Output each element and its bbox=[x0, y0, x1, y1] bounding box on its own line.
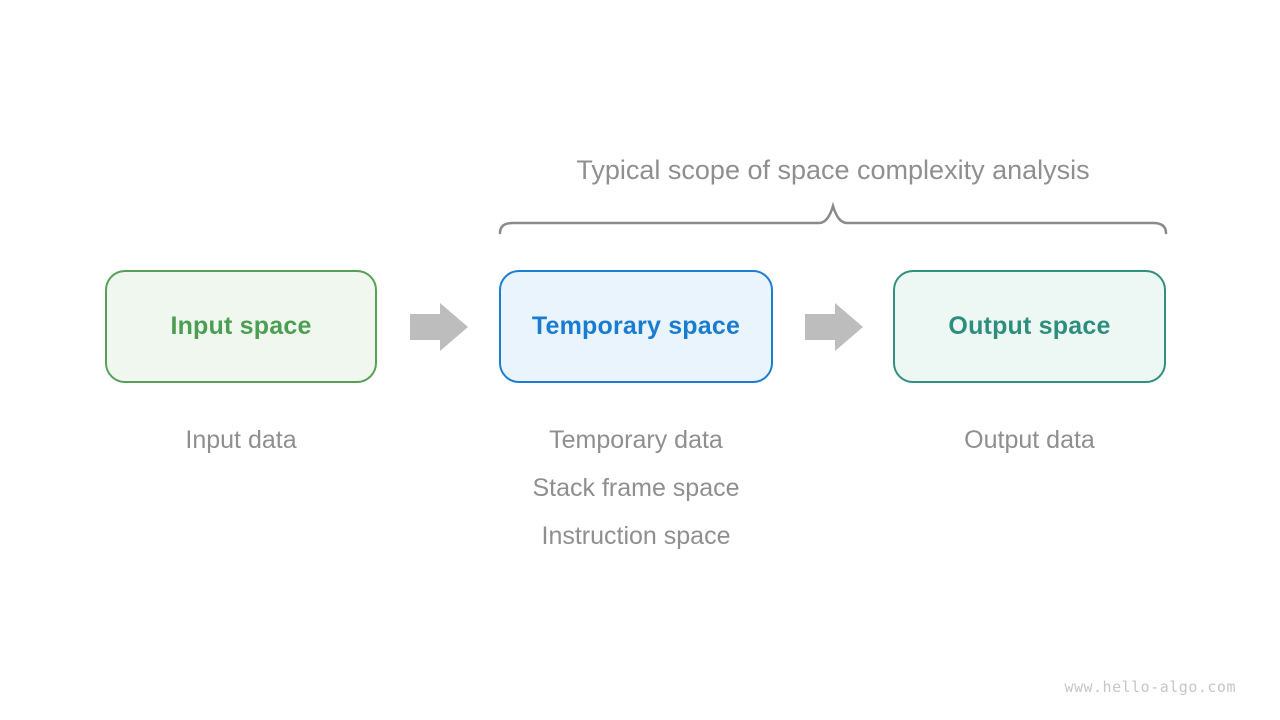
input-space-sublabels: Input data bbox=[105, 416, 377, 464]
input-space-box: Input space bbox=[105, 270, 377, 383]
sublabel: Temporary data bbox=[549, 426, 723, 454]
temporary-space-sublabels: Temporary data Stack frame space Instruc… bbox=[499, 416, 773, 560]
sublabel: Stack frame space bbox=[532, 474, 740, 502]
input-space-label: Input space bbox=[170, 312, 312, 340]
output-space-sublabels: Output data bbox=[893, 416, 1166, 464]
arrow-right-icon bbox=[410, 303, 468, 351]
output-space-label: Output space bbox=[948, 312, 1111, 340]
output-space-box: Output space bbox=[893, 270, 1166, 383]
diagram-title: Typical scope of space complexity analys… bbox=[576, 155, 1090, 185]
temporary-space-box: Temporary space bbox=[499, 270, 773, 383]
curly-brace bbox=[498, 201, 1168, 235]
temporary-space-label: Temporary space bbox=[531, 312, 741, 340]
sublabel: Output data bbox=[964, 426, 1095, 454]
arrow-right-icon bbox=[805, 303, 863, 351]
watermark: www.hello-algo.com bbox=[1064, 678, 1236, 696]
sublabel: Instruction space bbox=[541, 522, 731, 550]
sublabel: Input data bbox=[185, 426, 297, 454]
